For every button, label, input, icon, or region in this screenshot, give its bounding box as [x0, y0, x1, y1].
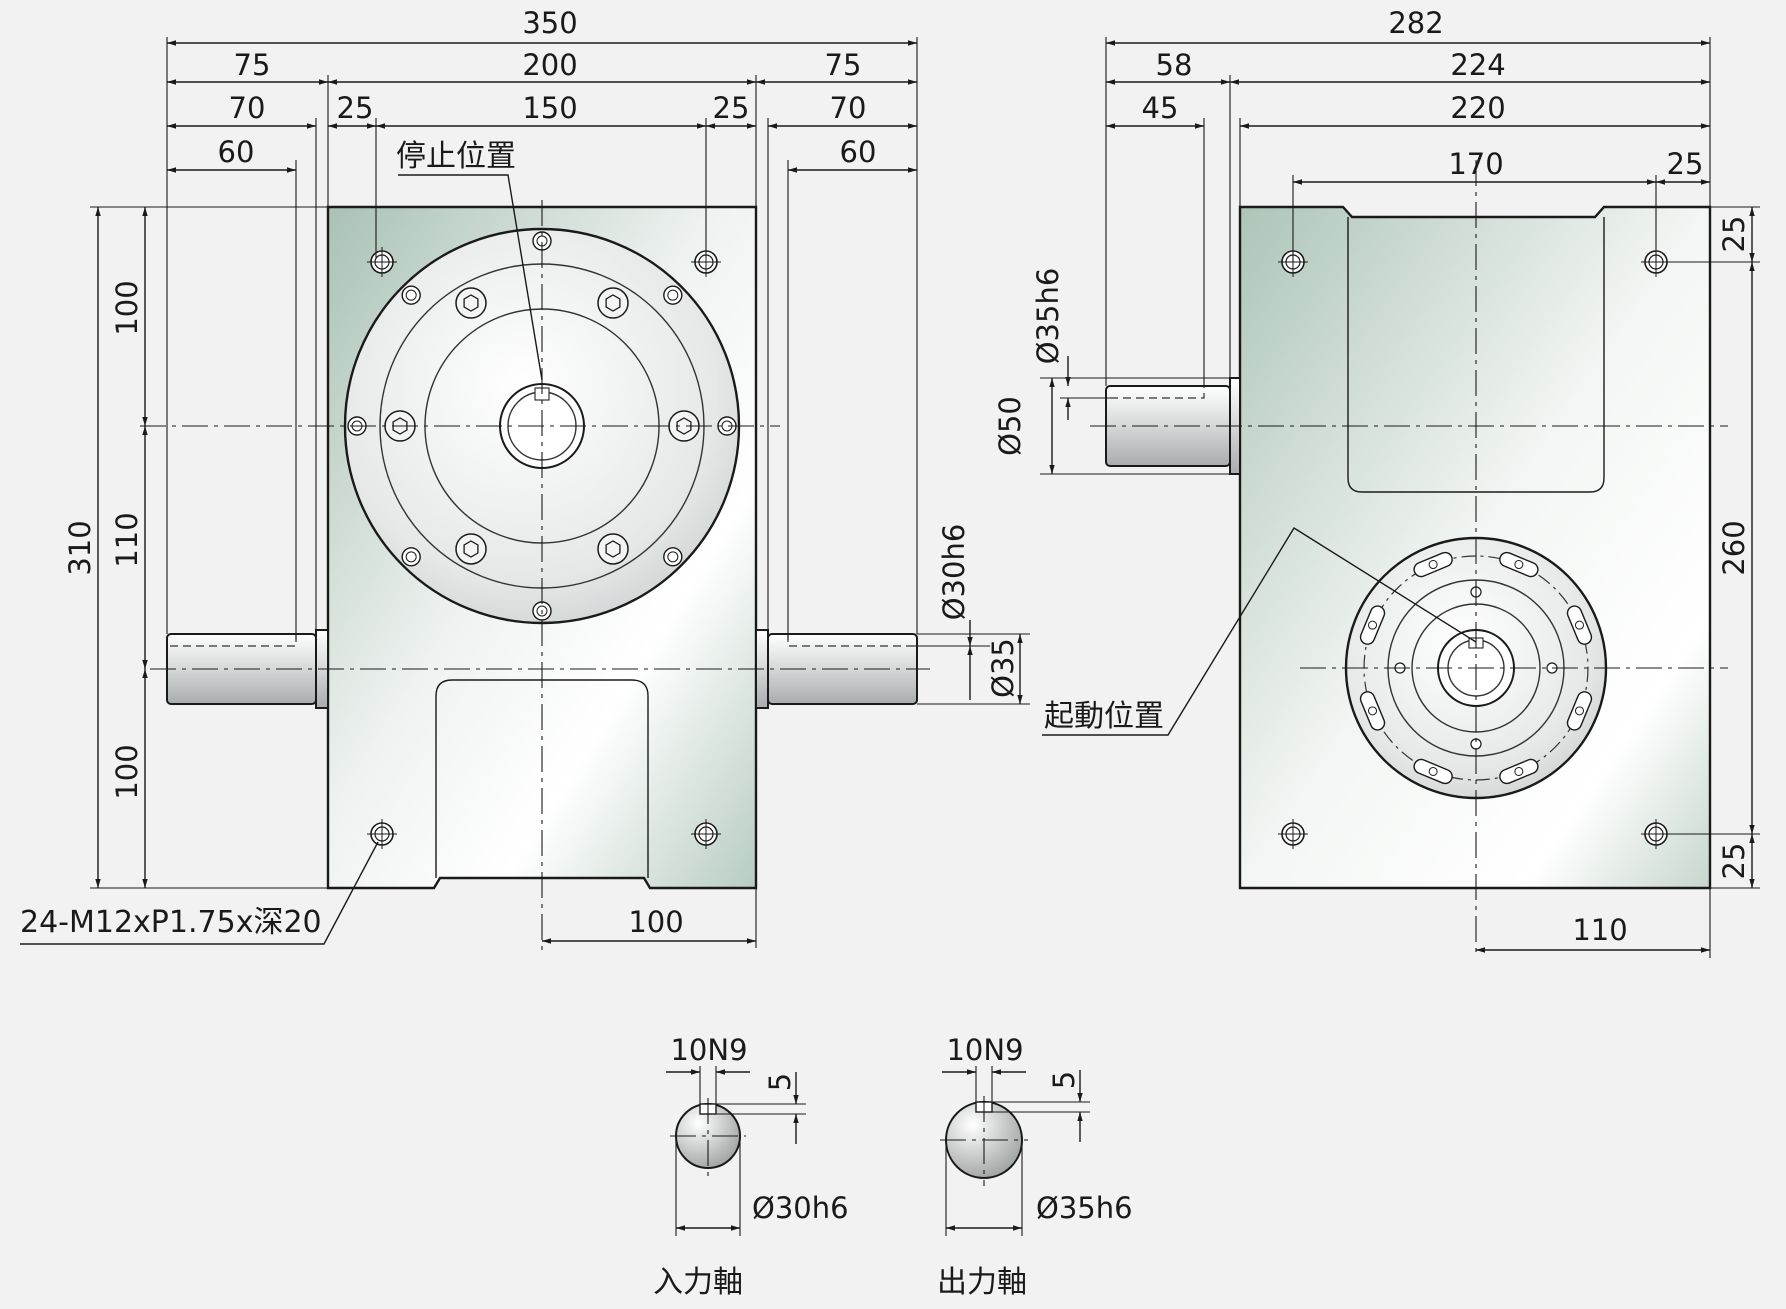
disc-bolt	[663, 285, 683, 305]
dim-35h6: Ø35h6	[1031, 268, 1065, 365]
side-mount-holes	[1278, 247, 1671, 849]
input-key-width: 10N9	[670, 1033, 747, 1067]
dim-50: Ø50	[993, 396, 1027, 456]
front-disc-hex-bolts	[384, 287, 700, 565]
dim-220: 220	[1450, 91, 1505, 125]
dim-110-mid: 110	[110, 512, 144, 567]
front-right-shaft-dimensions	[914, 620, 1030, 705]
dim-60-left: 60	[218, 135, 255, 169]
start-position-leader	[1042, 527, 1477, 736]
side-shaft-dimensions	[1040, 356, 1230, 475]
hex-bolt	[455, 287, 487, 319]
output-key-detail	[940, 1066, 1090, 1236]
input-shaft-label: 入力軸	[653, 1265, 743, 1300]
dim-310: 310	[63, 520, 97, 575]
input-key-detail	[666, 1066, 806, 1236]
hex-bolt	[597, 287, 629, 319]
disc-slot	[1413, 758, 1453, 785]
disc-slot	[1499, 551, 1539, 578]
dim-260: 260	[1717, 520, 1751, 575]
dim-150: 150	[522, 91, 577, 125]
front-top-dimensions	[166, 37, 918, 640]
disc-slot	[1359, 605, 1386, 645]
mount-hole	[367, 819, 397, 849]
input-shaft-dia: Ø30h6	[752, 1191, 849, 1225]
dim-350: 350	[522, 6, 577, 40]
stop-position-label: 停止位置	[396, 139, 516, 174]
tapped-hole-leader	[20, 841, 379, 945]
dim-58: 58	[1156, 48, 1193, 82]
dim-25-side-edge: 25	[1667, 147, 1704, 181]
disc-slot	[1413, 551, 1453, 578]
start-position-label: 起動位置	[1044, 699, 1164, 734]
dim-45: 45	[1142, 91, 1179, 125]
dim-35: Ø35	[986, 638, 1020, 698]
disc-bolt	[401, 285, 421, 305]
dim-25-bottom-side: 25	[1717, 843, 1751, 880]
output-key-depth: 5	[1047, 1071, 1081, 1089]
mount-hole	[691, 819, 721, 849]
mount-hole	[1278, 819, 1308, 849]
output-shaft-label: 出力軸	[937, 1265, 1027, 1300]
dim-170: 170	[1448, 147, 1503, 181]
disc-slot	[1566, 605, 1593, 645]
side-bottom-dimension	[1476, 888, 1711, 958]
dim-70-right: 70	[830, 91, 867, 125]
front-bottom-dimension	[542, 888, 757, 948]
disc-slot	[1566, 691, 1593, 731]
disc-bolt	[663, 547, 683, 567]
dim-25-left: 25	[337, 91, 374, 125]
dim-75-left: 75	[234, 48, 271, 82]
dim-282: 282	[1388, 6, 1443, 40]
output-shaft-dia: Ø35h6	[1036, 1191, 1133, 1225]
input-key-depth: 5	[763, 1073, 797, 1091]
side-top-recess	[1347, 217, 1605, 493]
disc-slot	[1359, 691, 1386, 731]
dim-100-bottom: 100	[628, 905, 683, 939]
dim-200: 200	[522, 48, 577, 82]
tapped-hole-label: 24-M12xP1.75x深20	[20, 905, 322, 940]
stop-position-leader	[398, 174, 543, 381]
front-left-dimensions	[90, 206, 328, 889]
hex-bolt	[597, 533, 629, 565]
disc-bolt	[401, 547, 421, 567]
output-key-width: 10N9	[946, 1033, 1023, 1067]
dim-25-top-side: 25	[1717, 216, 1751, 253]
side-right-dimensions	[1656, 206, 1760, 889]
disc-slot	[1499, 758, 1539, 785]
dim-30h6: Ø30h6	[937, 524, 971, 621]
hex-bolt	[455, 533, 487, 565]
side-shaft-keyway	[1110, 386, 1205, 399]
dim-60-right: 60	[840, 135, 877, 169]
side-top-dimensions	[1105, 37, 1711, 386]
dim-110-bottom: 110	[1572, 913, 1627, 947]
side-disc-slots	[1359, 551, 1593, 785]
dim-100-upper: 100	[110, 280, 144, 335]
dim-25-right: 25	[713, 91, 750, 125]
dim-70-left: 70	[229, 91, 266, 125]
dim-100-lower: 100	[110, 744, 144, 799]
side-view	[1105, 205, 1712, 890]
dim-75-right: 75	[825, 48, 862, 82]
dim-224: 224	[1450, 48, 1505, 82]
